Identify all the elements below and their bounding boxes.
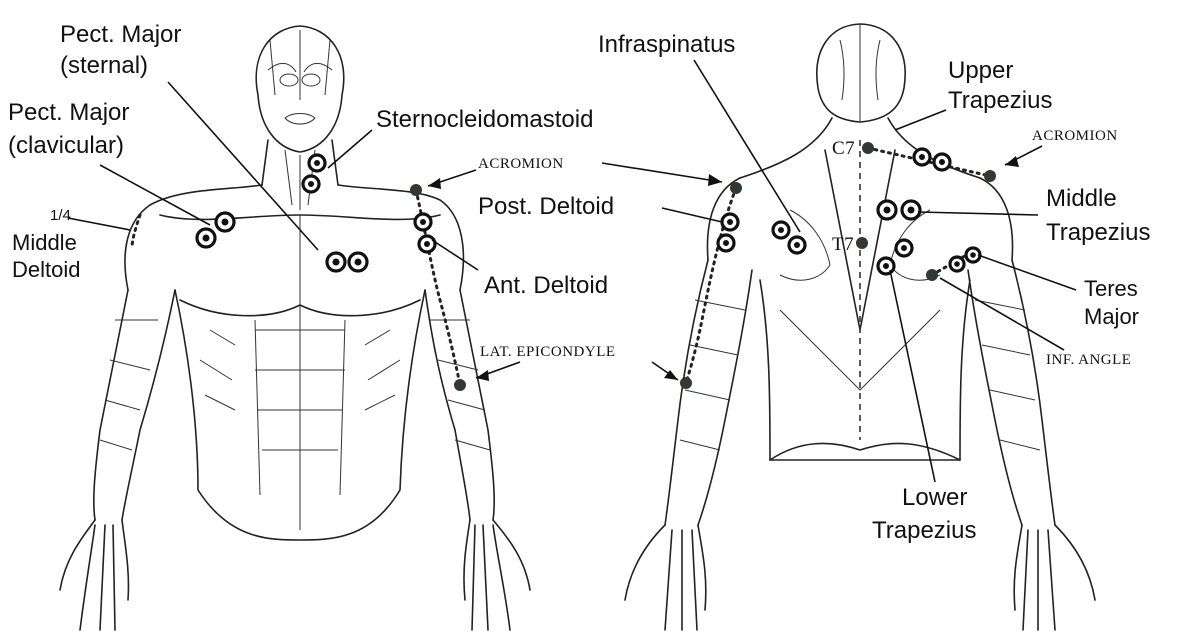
leader-lower-trapezius bbox=[890, 270, 935, 482]
electrode-pair-teres-major bbox=[950, 248, 980, 271]
label-infraspinatus: Infraspinatus bbox=[598, 31, 735, 58]
electrode-pair-sternocleidomastoid bbox=[303, 155, 325, 192]
label-middle-deltoid-line1: Middle bbox=[12, 230, 77, 255]
electrode-pair-infraspinatus bbox=[773, 222, 805, 253]
arrowhead-acromion-back-left bbox=[708, 174, 722, 186]
leader-middle-trapezius bbox=[918, 212, 1038, 215]
leader-teres-major bbox=[978, 255, 1076, 290]
label-one-quarter: 1/4 bbox=[50, 207, 71, 224]
electrode-pair-lower-trapezius bbox=[878, 240, 912, 274]
front-lat-epicondyle-landmark bbox=[454, 379, 466, 391]
electrode-pair-pect-major-clavicular bbox=[197, 213, 234, 247]
label-middle-trapezius-line1: Middle bbox=[1046, 185, 1117, 212]
leader-inf-angle bbox=[940, 278, 1064, 350]
electrode-pair-post-deltoid bbox=[718, 214, 738, 251]
label-c7-lower: T7 bbox=[832, 234, 854, 255]
label-middle-trapezius-line2: Trapezius bbox=[1046, 219, 1150, 246]
front-acromion-landmark bbox=[410, 184, 422, 196]
leader-ant-deltoid bbox=[432, 240, 478, 270]
label-upper-trapezius-line2: Trapezius bbox=[948, 87, 1052, 114]
label-pect-major-clavicular-line1: Pect. Major bbox=[8, 99, 129, 126]
leader-pect-major-sternal bbox=[168, 82, 318, 250]
label-inf-angle: INF. ANGLE bbox=[1046, 352, 1131, 368]
leader-upper-trapezius bbox=[895, 110, 946, 130]
arrowhead-acromion-front bbox=[428, 178, 441, 189]
electrode-pair-middle-trapezius bbox=[878, 201, 920, 219]
back-inf-angle-landmark bbox=[926, 269, 938, 281]
label-teres-major-line2: Major bbox=[1084, 304, 1139, 329]
label-post-deltoid: Post. Deltoid bbox=[478, 193, 614, 220]
label-teres-major-line1: Teres bbox=[1084, 276, 1138, 301]
label-ant-deltoid: Ant. Deltoid bbox=[484, 272, 608, 299]
back-c7-landmark bbox=[862, 142, 874, 154]
label-middle-deltoid-line2: Deltoid bbox=[12, 257, 80, 282]
label-upper-trapezius-line1: Upper bbox=[948, 57, 1013, 84]
label-acromion-back: ACROMION bbox=[1032, 128, 1118, 144]
leader-middle-deltoid bbox=[68, 218, 130, 230]
label-sternocleidomastoid: Sternocleidomastoid bbox=[376, 106, 593, 133]
leader-acromion-back-left bbox=[602, 163, 722, 182]
electrode-pair-pect-major-sternal bbox=[327, 253, 367, 271]
back-post-acromion-landmark bbox=[730, 182, 742, 194]
label-acromion-front: ACROMION bbox=[478, 156, 564, 172]
leader-sternocleidomastoid bbox=[328, 130, 372, 168]
back-lat-epicondyle-landmark bbox=[680, 377, 692, 389]
label-c7-upper: C7 bbox=[832, 138, 855, 159]
back-t7-landmark bbox=[856, 237, 868, 249]
label-lat-epicondyle: LAT. EPICONDYLE bbox=[480, 344, 616, 360]
label-lower-trapezius-line1: Lower bbox=[902, 484, 967, 511]
leader-pect-major-clavicular bbox=[100, 165, 210, 225]
label-pect-major-sternal-line2: (sternal) bbox=[60, 52, 148, 79]
label-pect-major-sternal-line1: Pect. Major bbox=[60, 21, 181, 48]
leader-infraspinatus bbox=[694, 60, 800, 232]
label-pect-major-clavicular-line2: (clavicular) bbox=[8, 132, 124, 159]
back-acromion-landmark bbox=[984, 170, 996, 182]
arrowhead-acromion-back bbox=[1005, 156, 1019, 167]
label-lower-trapezius-line2: Trapezius bbox=[872, 517, 976, 544]
